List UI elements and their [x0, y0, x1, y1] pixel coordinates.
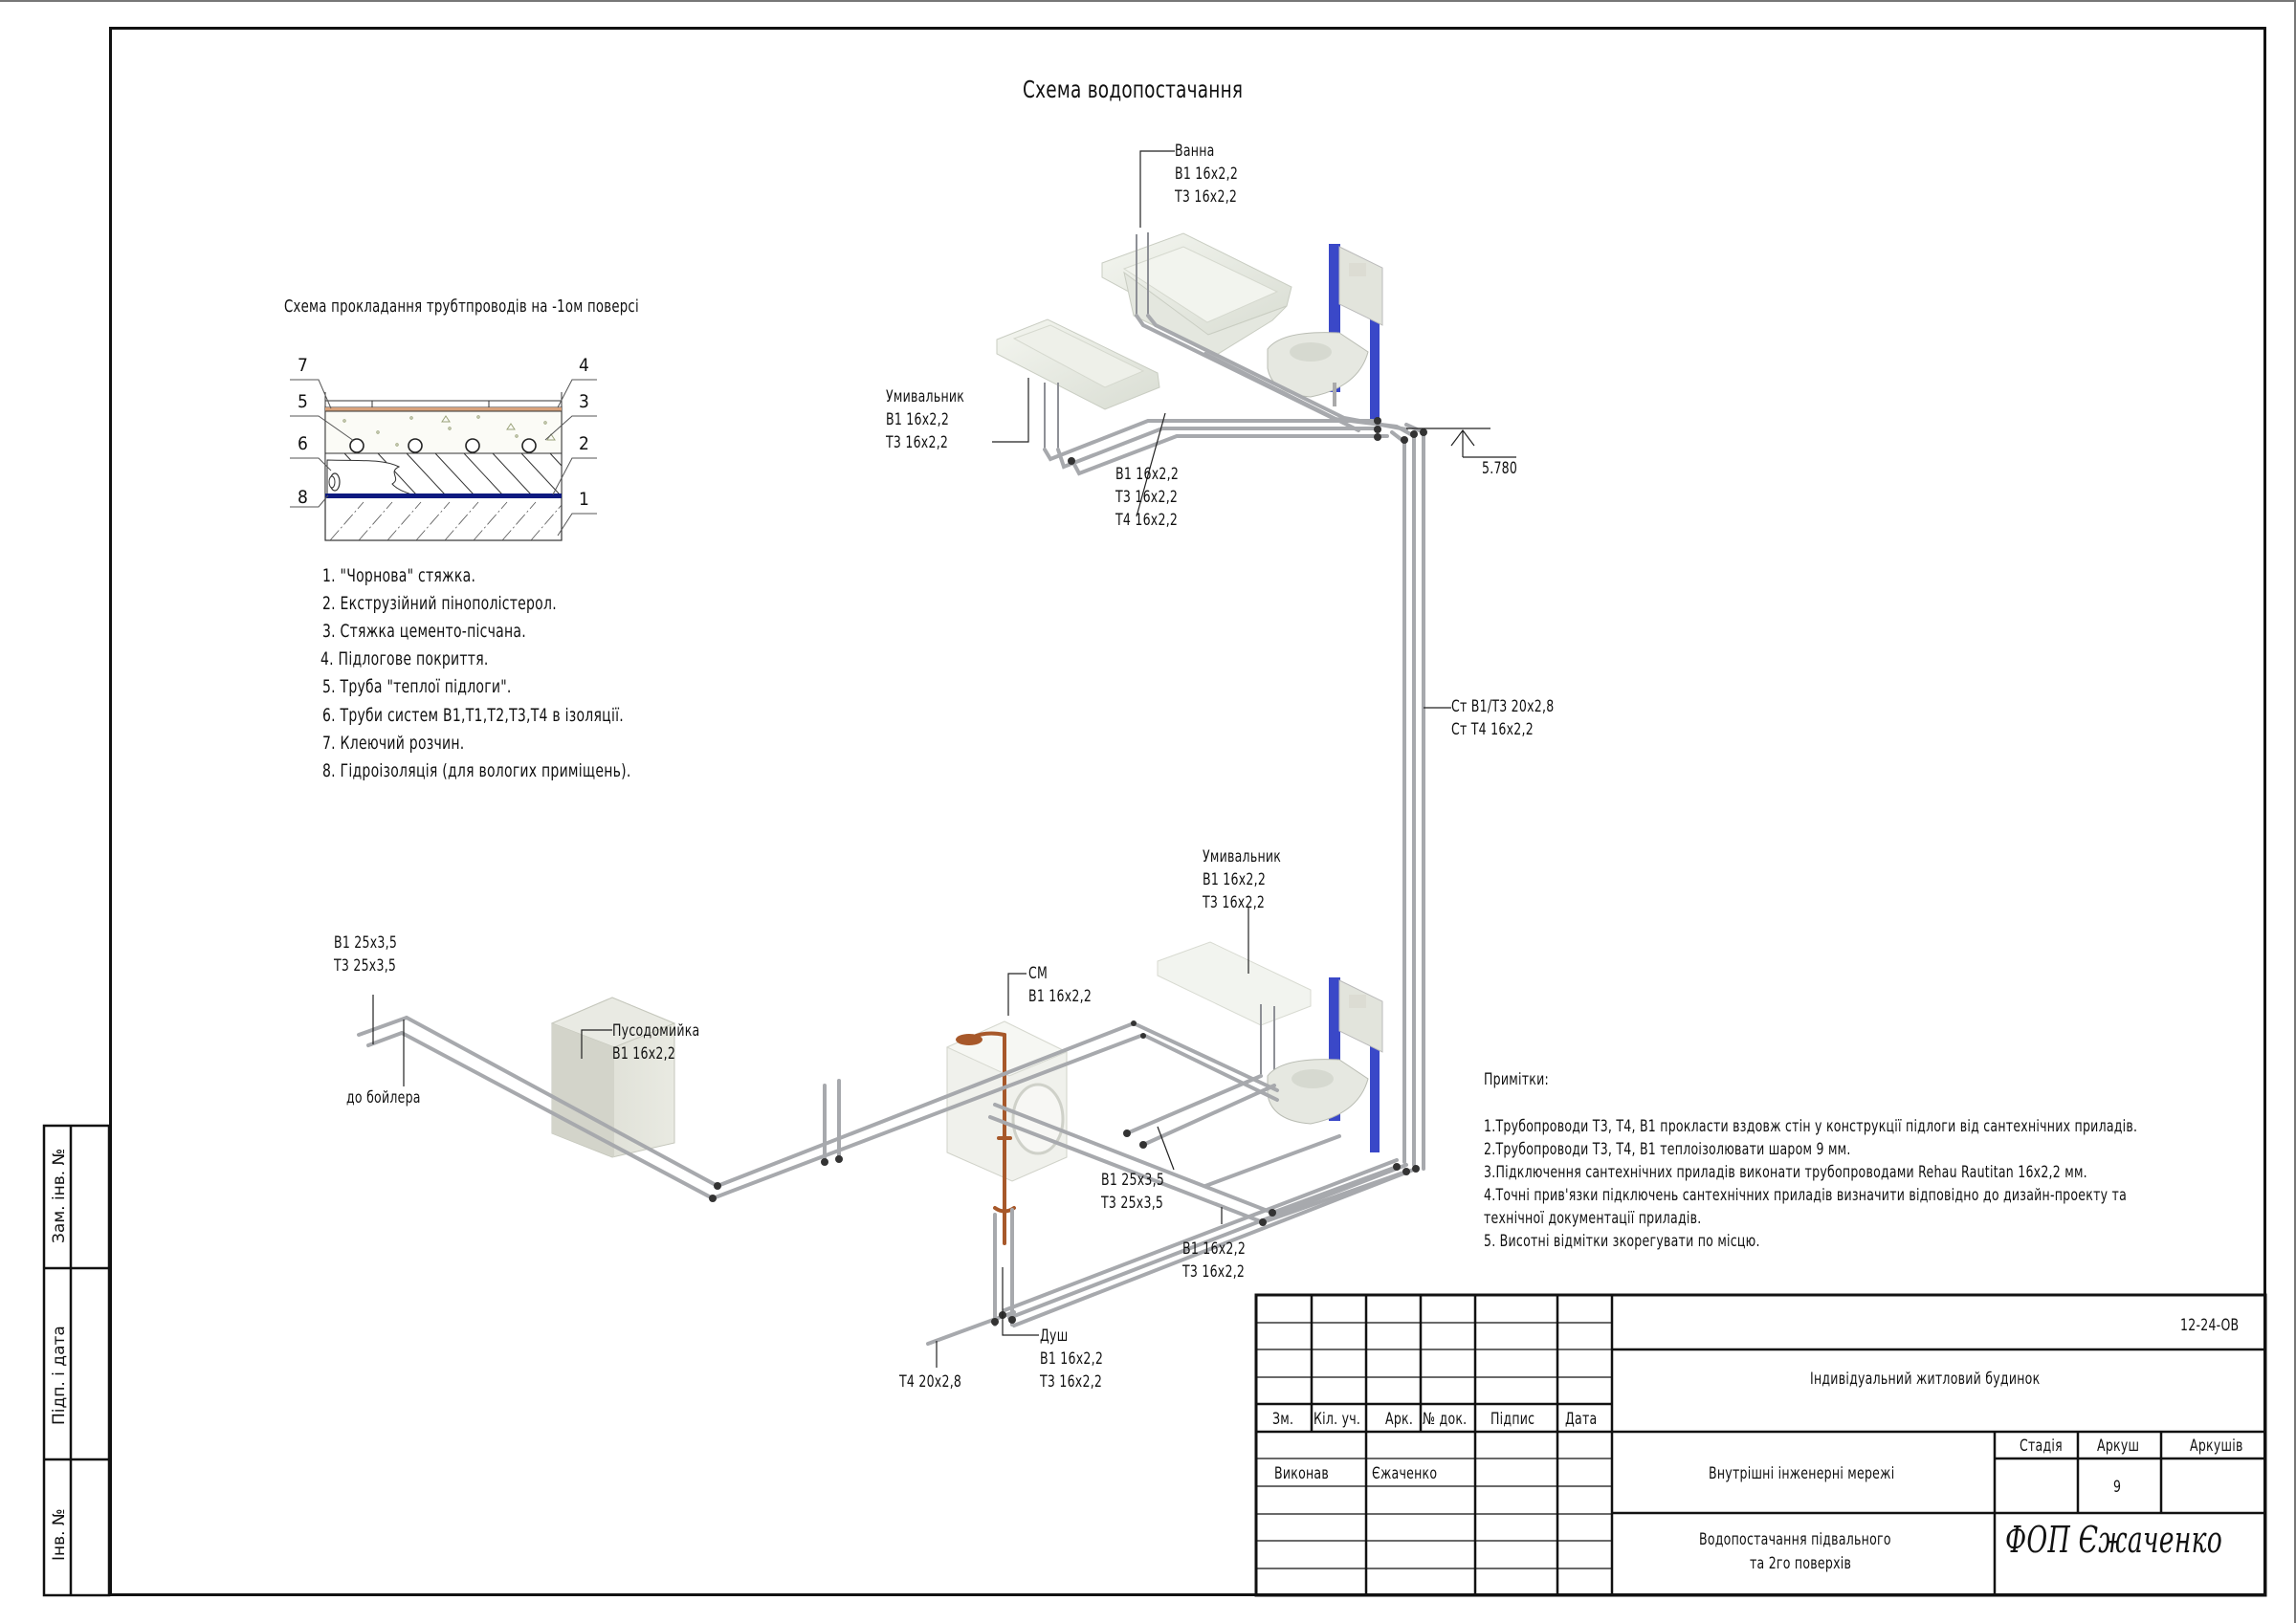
label-line: Ст Т4 16x2,2	[1451, 720, 1534, 739]
label-line: Т3 16x2,2	[1182, 1262, 1246, 1282]
label-line: В1 16x2,2	[1040, 1349, 1104, 1369]
col-qty: Кіл. уч.	[1314, 1410, 1361, 1429]
col-sheet: Арк.	[1385, 1410, 1414, 1429]
label-line: Т3 16x2,2	[1203, 893, 1266, 912]
note-item: 1.Трубопроводи Т3, Т4, В1 прокласти вздо…	[1484, 1117, 2138, 1136]
label-t4-pipe: Т4 20x2,8	[899, 1372, 962, 1392]
legend-item: 3. Стяжка цементо-пісчана.	[322, 621, 526, 642]
callout-6: 6	[298, 433, 309, 454]
project-name: Індивідуальний житловий будинок	[1810, 1370, 2041, 1389]
sheets-label: Аркушів	[2190, 1437, 2243, 1456]
stage-label: Стадія	[2020, 1437, 2063, 1456]
col-change: Зм.	[1272, 1410, 1294, 1429]
notes-heading: Примітки:	[1484, 1070, 1549, 1089]
drawing-title: Схема водопостачання	[1023, 76, 1244, 103]
label-to-boiler: до бойлера	[346, 1088, 421, 1108]
callout-1: 1	[579, 489, 590, 510]
section-name: Внутрішні інженерні мережі	[1709, 1464, 1895, 1483]
company-signature: ФОП Єжаченко	[2005, 1519, 2223, 1561]
sheet-title-line1: Водопостачання підвального	[1699, 1530, 1891, 1549]
drawing-frame	[109, 27, 2266, 1596]
waterproofing-layer	[325, 493, 562, 498]
pipe-fittings	[1068, 417, 1427, 465]
label-line: Т4 16x2,2	[1115, 511, 1179, 530]
legend-item: 2. Екструзійний пінополістерол.	[322, 593, 557, 614]
col-date: Дата	[1565, 1410, 1598, 1429]
wc-lower	[1267, 977, 1383, 1152]
label-line: В1 16x2,2	[1115, 465, 1180, 484]
legend-item: 1. "Чорнова" стяжка.	[322, 565, 476, 586]
callout-4: 4	[579, 355, 590, 376]
label-line: В1 16x2,2	[1203, 870, 1267, 889]
label-line: Т3 16x2,2	[1115, 488, 1179, 507]
elevation-marker	[1406, 428, 1516, 458]
note-item: 2.Трубопроводи Т3, Т4, В1 теплоізолювати…	[1484, 1140, 1851, 1159]
label-line: В1 16x2,2	[612, 1044, 676, 1064]
col-doc-no: № док.	[1423, 1410, 1468, 1429]
lower-fittings	[709, 1020, 1420, 1326]
label-line: СМ	[1028, 964, 1049, 983]
washbasin-upper	[996, 318, 1160, 450]
adhesive-layer	[325, 407, 562, 411]
leader-lines-lower	[372, 907, 1249, 1368]
legend-item: 6. Труби систем В1,Т1,Т2,Т3,Т4 в ізоляці…	[322, 705, 624, 726]
legend-item: 7. Клеючий розчин.	[322, 733, 465, 754]
label-line: Пусодомийка	[612, 1021, 700, 1041]
sheet-label: Аркуш	[2097, 1437, 2140, 1456]
label-line: В1 16x2,2	[1175, 164, 1239, 184]
label-line: Умивальник	[1203, 847, 1282, 866]
callout-3: 3	[579, 391, 590, 412]
label-line: Умивальник	[886, 387, 965, 406]
sheet-number: 9	[2113, 1478, 2122, 1497]
label-line: Т3 25x3,5	[1101, 1194, 1164, 1213]
label-line: В1 25x3,5	[1101, 1171, 1165, 1190]
label-line: В1 25x3,5	[334, 933, 398, 953]
legend-item: 8. Гідроізоляція (для вологих приміщень)…	[322, 760, 631, 781]
label-line: Т3 16x2,2	[1175, 187, 1238, 207]
shower-head	[956, 1034, 982, 1045]
sheet-title-line2: та 2го поверхів	[1750, 1554, 1852, 1573]
callout-7: 7	[298, 355, 309, 376]
note-item: 5. Висотні відмітки зкорегувати по місцю…	[1484, 1232, 1760, 1251]
callout-2: 2	[579, 433, 590, 454]
floor-section-title: Схема прокладання трубтпроводів на -1ом …	[284, 296, 639, 317]
label-line: Т3 25x3,5	[334, 956, 397, 976]
leader-lines-upper	[992, 150, 1451, 709]
legend-item: 5. Труба "теплої підлоги".	[322, 676, 512, 697]
elevation-value: 5.780	[1482, 459, 1518, 478]
note-item: 4.Точні прив'язки підключень сантехнічни…	[1484, 1186, 2128, 1205]
author-name: Єжаченко	[1372, 1464, 1438, 1483]
floor-section-detail	[290, 379, 597, 541]
note-item: 3.Підключення сантехнічних приладів вико…	[1484, 1163, 2087, 1182]
side-stamp-replaced-inv: Зам. інв. №	[50, 1148, 69, 1243]
side-stamp-signature-date: Підп. і дата	[50, 1326, 69, 1425]
label-line: Ст В1/Т3 20x2,8	[1451, 697, 1555, 716]
label-line: Т3 16x2,2	[886, 433, 949, 452]
label-line: Т3 16x2,2	[1040, 1372, 1103, 1392]
doc-code: 12-24-ОВ	[2180, 1316, 2240, 1335]
label-line: В1 16x2,2	[886, 410, 950, 429]
label-line: Ванна	[1175, 142, 1215, 161]
heating-pipes	[349, 438, 537, 453]
note-item: технічної документації приладів.	[1484, 1209, 1702, 1228]
dishwasher	[550, 997, 676, 1158]
bathtub	[1101, 232, 1292, 357]
legend-item: 4. Підлогове покриття.	[320, 648, 489, 669]
col-signature: Підпис	[1490, 1410, 1535, 1429]
side-stamp-inv-no: Інв. №	[50, 1508, 69, 1561]
label-line: В1 16x2,2	[1182, 1239, 1247, 1259]
label-line: В1 16x2,2	[1028, 987, 1093, 1006]
callout-8: 8	[298, 487, 309, 508]
label-line: Душ	[1040, 1327, 1069, 1346]
lower-pipes	[357, 1016, 1418, 1346]
role-performed-by: Виконав	[1274, 1464, 1330, 1483]
callout-5: 5	[298, 391, 309, 412]
